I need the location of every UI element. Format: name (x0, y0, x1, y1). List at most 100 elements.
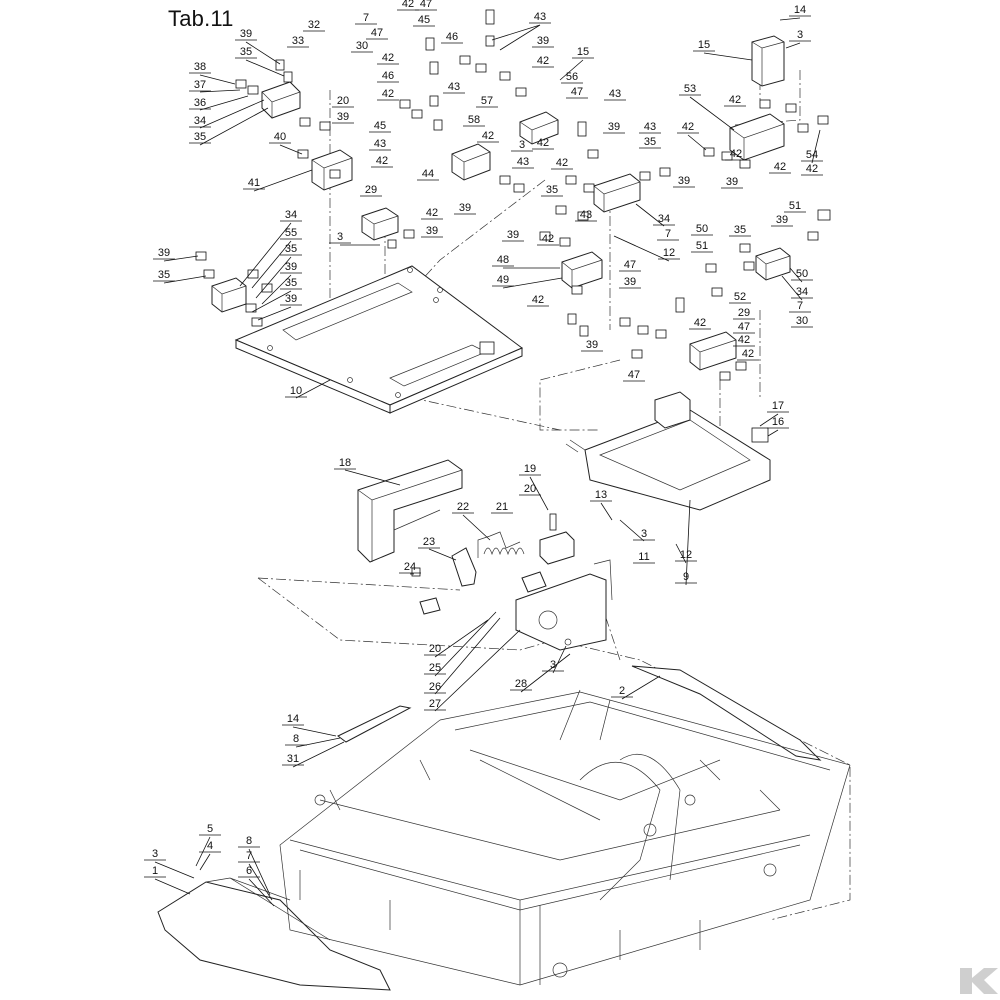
part-callout-number: 3 (641, 528, 647, 540)
part-callout-number: 42 (682, 121, 694, 133)
part-callout-number: 47 (371, 27, 383, 39)
part-callout-number: 53 (684, 83, 696, 95)
part-callout-number: 3 (152, 848, 158, 860)
part-callout-number: 35 (644, 136, 656, 148)
part-callout-number: 2 (619, 685, 625, 697)
part-callout-number: 58 (468, 114, 480, 126)
diagram-title: Tab.11 (168, 6, 234, 31)
part-callout-number: 35 (285, 277, 297, 289)
part-callout-number: 32 (308, 19, 320, 31)
part-callout-number: 39 (776, 214, 788, 226)
part-callout-number: 47 (738, 321, 750, 333)
part-callout-number: 34 (194, 115, 206, 127)
part-callout-number: 42 (730, 148, 742, 160)
part-callout-number: 30 (796, 315, 808, 327)
part-callout-number: 38 (194, 61, 206, 73)
part-callout-number: 45 (374, 120, 386, 132)
part-callout-number: 51 (789, 200, 801, 212)
part-callout-number: 4 (207, 840, 213, 852)
part-callout-number: 3 (519, 139, 525, 151)
part-callout-number: 39 (678, 175, 690, 187)
part-callout-number: 34 (658, 213, 670, 225)
part-callout-number: 19 (524, 463, 536, 475)
part-callout-number: 39 (158, 247, 170, 259)
part-callout-number: 7 (665, 228, 671, 240)
part-callout-number: 8 (246, 835, 252, 847)
part-callout-number: 28 (515, 678, 527, 690)
part-callout-number: 47 (420, 0, 432, 10)
part-callout-number: 16 (772, 416, 784, 428)
part-callout-number: 13 (595, 489, 607, 501)
hydraulic-fittings (195, 9, 831, 381)
part-callout-number: 42 (542, 233, 554, 245)
part-callout-number: 43 (448, 81, 460, 93)
part-callout-number: 49 (497, 274, 509, 286)
part-callout-number: 39 (426, 225, 438, 237)
part-callout-number: 35 (285, 243, 297, 255)
part-callout-number: 39 (537, 35, 549, 47)
part-callout-number: 35 (734, 224, 746, 236)
part-callout-number: 24 (404, 561, 416, 573)
part-callout-number: 3 (550, 659, 556, 671)
part-callout-number: 18 (339, 457, 351, 469)
part-callout-number: 29 (365, 184, 377, 196)
part-callout-number: 42 (532, 294, 544, 306)
part-callout-number: 57 (481, 95, 493, 107)
part-callout-number: 42 (382, 52, 394, 64)
part-callout-number: 1 (152, 865, 158, 877)
part-callout-number: 43 (534, 11, 546, 23)
part-callout-number: 48 (497, 254, 509, 266)
part-callout-number: 56 (566, 71, 578, 83)
part-callout-number: 31 (287, 753, 299, 765)
part-callout-number: 26 (429, 681, 441, 693)
part-callout-number: 7 (246, 850, 252, 862)
sensor-bracket (515, 559, 613, 651)
part-callout-number: 44 (422, 168, 434, 180)
part-callout-number: 20 (429, 643, 441, 655)
part-callout-number: 3 (797, 29, 803, 41)
part-callout-number: 42 (774, 161, 786, 173)
part-callout-number: 22 (457, 501, 469, 513)
part-callout-number: 39 (459, 202, 471, 214)
part-callout-number: 34 (796, 286, 808, 298)
part-callout-number: 50 (696, 223, 708, 235)
part-callout-number: 42 (402, 0, 414, 10)
part-callout-number: 51 (696, 240, 708, 252)
part-callout-number: 46 (382, 70, 394, 82)
part-callout-number: 39 (586, 339, 598, 351)
part-callout-number: 50 (796, 268, 808, 280)
part-callout-number: 39 (608, 121, 620, 133)
main-frame (279, 689, 851, 986)
part-callout-number: 30 (356, 40, 368, 52)
part-callout-number: 43 (644, 121, 656, 133)
part-callout-number: 42 (729, 94, 741, 106)
part-callout-number: 14 (287, 713, 299, 725)
part-callout-number: 42 (382, 88, 394, 100)
part-callout-number: 43 (517, 156, 529, 168)
part-callout-number: 45 (418, 14, 430, 26)
part-callout-number: 29 (738, 307, 750, 319)
part-callout-number: 35 (240, 46, 252, 58)
part-callout-number: 42 (738, 334, 750, 346)
support-bracket (565, 391, 771, 511)
part-callout-number: 8 (293, 733, 299, 745)
part-callout-number: 7 (797, 300, 803, 312)
part-callout-number: 12 (680, 549, 692, 561)
part-callout-number: 36 (194, 97, 206, 109)
part-callout-number: 15 (577, 46, 589, 58)
part-callout-number: 39 (285, 293, 297, 305)
part-callout-number: 43 (609, 88, 621, 100)
part-callout-number: 47 (571, 86, 583, 98)
part-callout-number: 25 (429, 662, 441, 674)
part-callout-number: 35 (194, 131, 206, 143)
part-callout-number: 52 (734, 291, 746, 303)
part-callout-number: 3 (337, 231, 343, 243)
brand-logo-mark (960, 968, 998, 994)
part-callout-number: 42 (742, 348, 754, 360)
part-callout-number: 15 (698, 39, 710, 51)
part-callout-number: 5 (207, 823, 213, 835)
mounting-plate (234, 265, 523, 414)
part-callout-number: 39 (726, 176, 738, 188)
part-callout-number: 17 (772, 400, 784, 412)
